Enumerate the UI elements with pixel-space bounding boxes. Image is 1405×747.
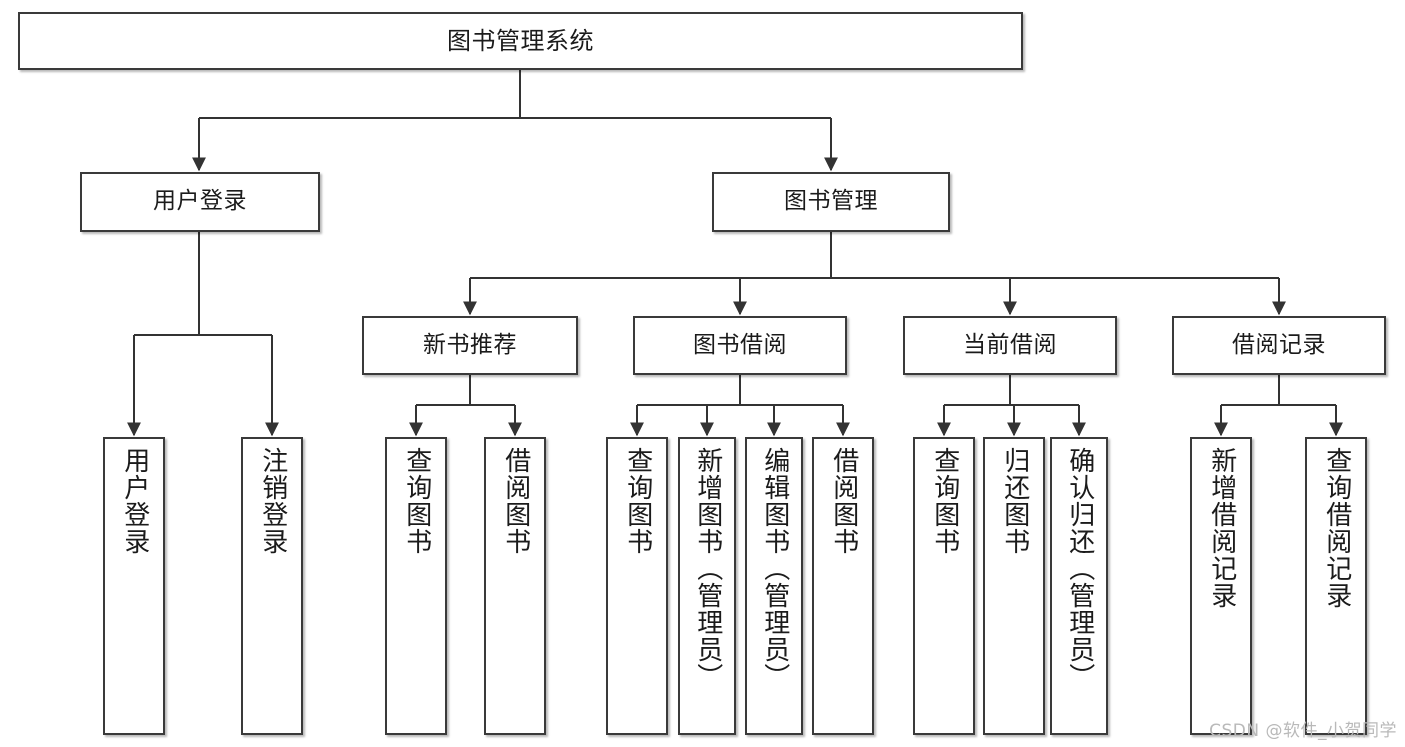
node-label: 编辑图书（管理员） bbox=[759, 447, 790, 690]
node-book-manage[interactable]: 图书管理 bbox=[712, 172, 950, 232]
node-label: 查询图书 bbox=[401, 447, 432, 555]
leaf-query-book-current[interactable]: 查询图书 bbox=[913, 437, 975, 735]
leaf-user-login[interactable]: 用户登录 bbox=[103, 437, 165, 735]
node-user-login[interactable]: 用户登录 bbox=[80, 172, 320, 232]
node-label: 查询图书 bbox=[622, 447, 653, 555]
node-label: 图书借阅 bbox=[693, 331, 787, 358]
leaf-confirm-return-admin[interactable]: 确认归还（管理员） bbox=[1050, 437, 1108, 735]
node-label: 新增图书（管理员） bbox=[692, 447, 723, 690]
node-borrow-record[interactable]: 借阅记录 bbox=[1172, 316, 1386, 375]
leaf-query-book-borrow[interactable]: 查询图书 bbox=[606, 437, 668, 735]
node-title-system[interactable]: 图书管理系统 bbox=[18, 12, 1023, 70]
node-new-book-recommend[interactable]: 新书推荐 bbox=[362, 316, 578, 375]
node-label: 图书管理系统 bbox=[447, 26, 594, 55]
node-label: 用户登录 bbox=[153, 188, 247, 215]
node-label: 归还图书 bbox=[999, 447, 1030, 555]
node-current-borrow[interactable]: 当前借阅 bbox=[903, 316, 1117, 375]
csdn-watermark: CSDN @软件_小贺同学 bbox=[1209, 721, 1397, 741]
leaf-borrow-book-borrow[interactable]: 借阅图书 bbox=[812, 437, 874, 735]
leaf-borrow-book-recommend[interactable]: 借阅图书 bbox=[484, 437, 546, 735]
node-label: 确认归还（管理员） bbox=[1064, 447, 1095, 690]
node-label: 用户登录 bbox=[119, 447, 150, 555]
leaf-edit-book-admin[interactable]: 编辑图书（管理员） bbox=[745, 437, 803, 735]
node-label: 查询图书 bbox=[929, 447, 960, 555]
leaf-query-book-recommend[interactable]: 查询图书 bbox=[385, 437, 447, 735]
leaf-return-book[interactable]: 归还图书 bbox=[983, 437, 1045, 735]
node-label: 注销登录 bbox=[257, 447, 288, 555]
node-label: 借阅图书 bbox=[500, 447, 531, 555]
leaf-query-borrow-record[interactable]: 查询借阅记录 bbox=[1305, 437, 1367, 735]
node-label: 借阅图书 bbox=[828, 447, 859, 555]
leaf-add-book-admin[interactable]: 新增图书（管理员） bbox=[678, 437, 736, 735]
node-label: 借阅记录 bbox=[1232, 331, 1326, 358]
node-label: 当前借阅 bbox=[963, 331, 1057, 358]
node-book-borrow[interactable]: 图书借阅 bbox=[633, 316, 847, 375]
node-label: 查询借阅记录 bbox=[1321, 447, 1352, 609]
node-label: 新书推荐 bbox=[423, 331, 517, 358]
leaf-logout-login[interactable]: 注销登录 bbox=[241, 437, 303, 735]
leaf-add-borrow-record[interactable]: 新增借阅记录 bbox=[1190, 437, 1252, 735]
node-label: 图书管理 bbox=[784, 188, 878, 215]
node-label: 新增借阅记录 bbox=[1206, 447, 1237, 609]
